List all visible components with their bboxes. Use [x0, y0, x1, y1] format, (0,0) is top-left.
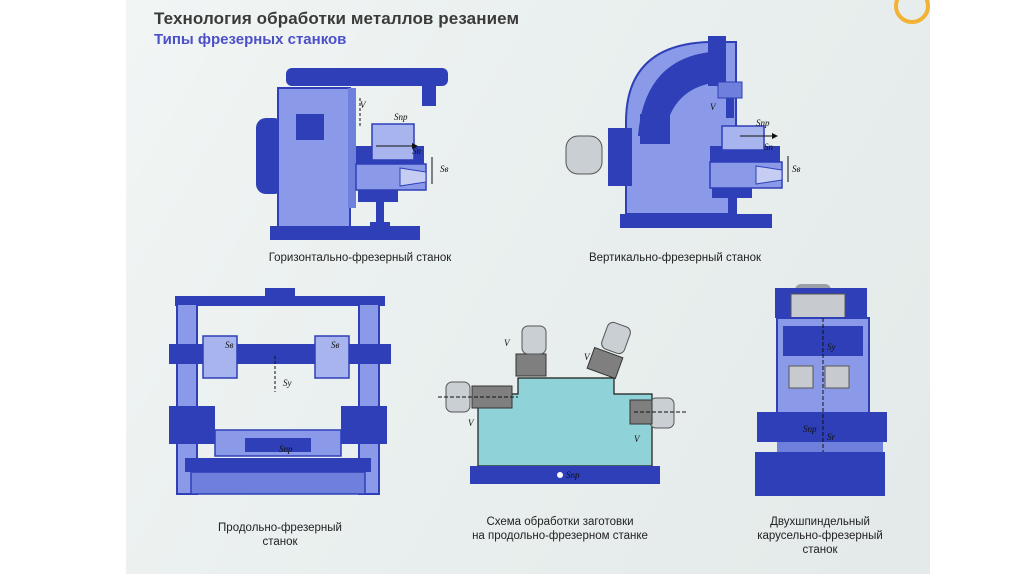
rotary-milling-machine-diagram: Sy Sпр Sr	[755, 284, 887, 496]
decorative-ring	[894, 0, 930, 24]
svg-text:Sпр: Sпр	[279, 444, 293, 454]
page-subtitle: Типы фрезерных станков	[154, 31, 347, 48]
svg-text:Sy: Sy	[283, 378, 292, 388]
caption-line: Схема обработки заготовки	[486, 516, 634, 528]
svg-text:Sr: Sr	[827, 432, 836, 442]
caption-line: станок	[802, 544, 838, 556]
svg-text:V: V	[504, 338, 511, 348]
svg-text:Sп: Sп	[764, 142, 774, 152]
svg-text:Sв: Sв	[331, 340, 340, 350]
planer-milling-machine-diagram: Sв Sв Sy Sпр	[169, 288, 391, 495]
svg-text:V: V	[584, 352, 591, 362]
svg-text:V: V	[634, 434, 641, 444]
caption-line: станок	[262, 536, 298, 548]
caption-line: Продольно-фрезерный	[218, 522, 342, 534]
svg-text:Sп: Sп	[412, 146, 422, 156]
workpiece-scheme-diagram: V V V V Sпр	[438, 321, 688, 484]
caption-rotary-milling: Двухшпиндельный карусельно-фрезерный ста…	[730, 515, 910, 557]
svg-text:Sпр: Sпр	[756, 118, 770, 128]
svg-text:Sпр: Sпр	[566, 470, 580, 480]
page-title: Технология обработки металлов резанием	[154, 9, 520, 28]
horizontal-milling-machine-diagram: V Sпр Sп Sв	[256, 68, 449, 240]
svg-text:V: V	[360, 100, 367, 110]
caption-planer-milling: Продольно-фрезерный станок	[180, 521, 380, 549]
svg-text:V: V	[468, 418, 475, 428]
svg-text:Sпр: Sпр	[394, 112, 408, 122]
svg-text:Sв: Sв	[440, 164, 449, 174]
caption-vertical-milling: Вертикально-фрезерный станок	[588, 252, 762, 264]
caption-line: Двухшпиндельный	[770, 516, 870, 528]
svg-text:Sв: Sв	[225, 340, 234, 350]
caption-workpiece-scheme: Схема обработки заготовки на продольно-ф…	[440, 515, 680, 543]
svg-text:Sпр: Sпр	[803, 424, 817, 434]
svg-text:V: V	[710, 102, 717, 112]
vertical-milling-machine-diagram: V Sпр Sп Sв	[565, 36, 801, 228]
caption-line: на продольно-фрезерном станке	[472, 530, 648, 542]
caption-line: карусельно-фрезерный	[757, 530, 883, 542]
svg-text:Sв: Sв	[792, 164, 801, 174]
svg-text:Sy: Sy	[827, 342, 836, 352]
caption-horizontal-milling: Горизонтально-фрезерный станок	[268, 252, 452, 264]
